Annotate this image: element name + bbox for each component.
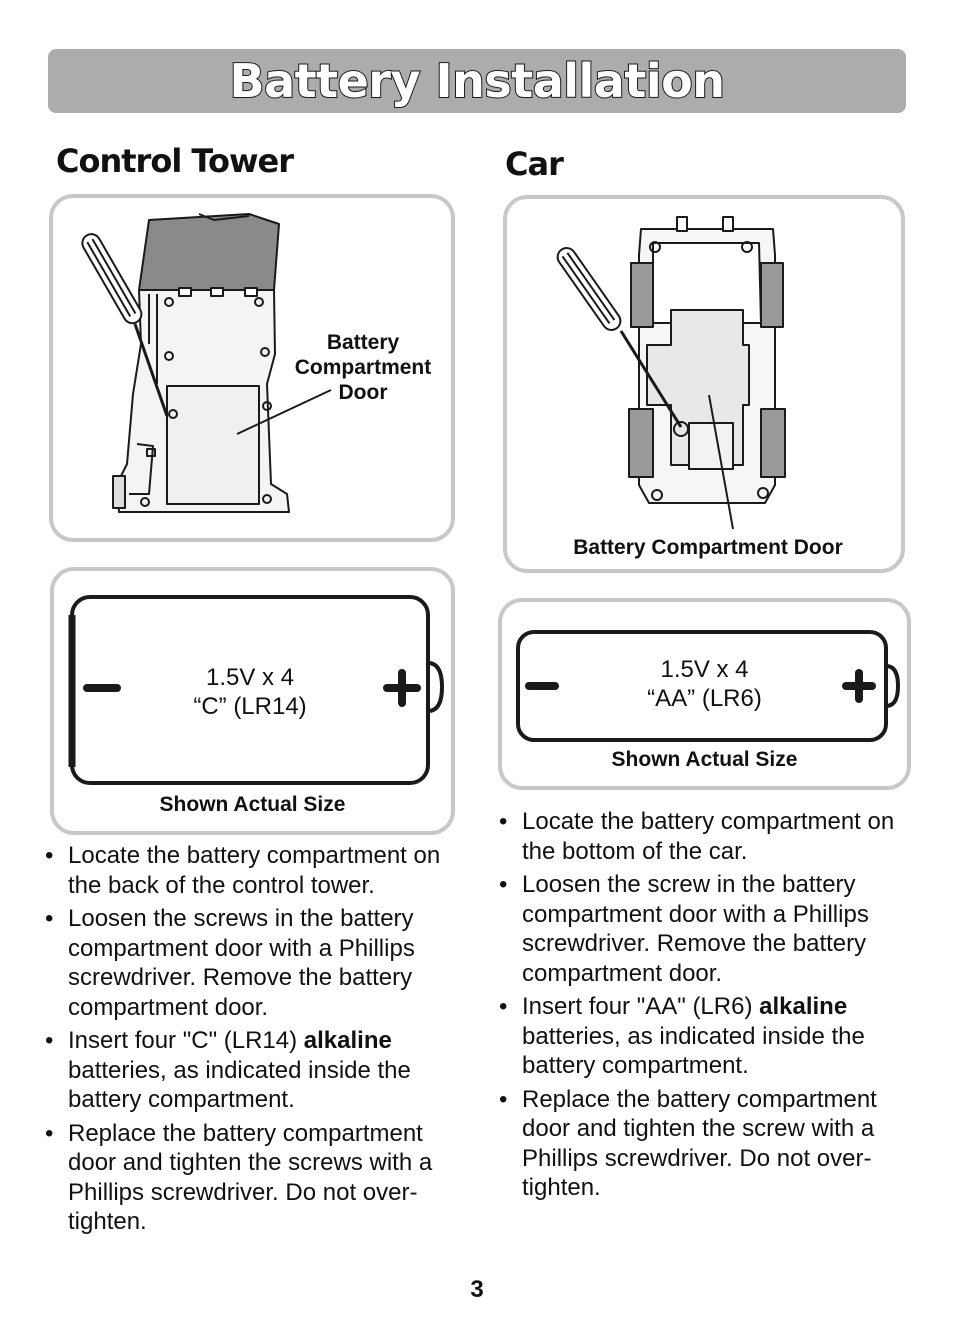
aa-battery-label: 1.5V x 4 “AA” (LR6) bbox=[602, 655, 807, 713]
step-text: batteries, as indicated inside the batte… bbox=[68, 1056, 411, 1114]
aa-actual-size-label: Shown Actual Size bbox=[611, 748, 798, 771]
control-tower-heading: Control Tower bbox=[56, 142, 294, 180]
page-title: Battery Installation bbox=[229, 53, 726, 109]
list-item: Replace the battery compartment door and… bbox=[45, 1119, 465, 1237]
car-callout: Battery Compartment Door bbox=[573, 536, 843, 559]
c-battery-outline bbox=[68, 595, 445, 785]
c-battery-voltage: 1.5V x 4 bbox=[205, 664, 295, 691]
step-bold-text: alkaline bbox=[759, 993, 848, 1020]
list-item: Insert four "AA" (LR6) alkaline batterie… bbox=[499, 992, 919, 1081]
aa-battery-box: 1.5V x 4 “AA” (LR6) Shown Actual Size bbox=[498, 598, 911, 790]
list-item: Insert four "C" (LR14) alkaline batterie… bbox=[45, 1026, 465, 1115]
list-item: Locate the battery compartment on the ba… bbox=[45, 841, 465, 900]
list-item: Loosen the screw in the battery compartm… bbox=[499, 870, 919, 988]
list-item: Loosen the screws in the battery compart… bbox=[45, 904, 465, 1022]
c-actual-size-label: Shown Actual Size bbox=[159, 793, 346, 816]
callout-line-1: Battery bbox=[326, 331, 400, 354]
car-steps: Locate the battery compartment on the bo… bbox=[499, 807, 919, 1207]
control-tower-illustration-box: Battery Compartment Door bbox=[49, 194, 455, 542]
c-battery-label: 1.5V x 4 “C” (LR14) bbox=[154, 663, 346, 721]
aa-battery-outline bbox=[516, 630, 901, 742]
title-banner: Battery Installation bbox=[48, 49, 906, 113]
page-number: 3 bbox=[470, 1276, 484, 1303]
callout-line-3: Door bbox=[338, 381, 388, 404]
car-heading: Car bbox=[505, 145, 564, 183]
control-tower-callout: Battery Compartment Door bbox=[283, 330, 443, 405]
car-illustration bbox=[556, 216, 786, 530]
step-bold-text: alkaline bbox=[303, 1027, 392, 1054]
list-item: Locate the battery compartment on the bo… bbox=[499, 807, 919, 866]
list-item: Replace the battery compartment door and… bbox=[499, 1085, 919, 1203]
control-tower-illustration bbox=[81, 213, 332, 513]
car-illustration-box: Battery Compartment Door bbox=[503, 195, 905, 573]
callout-line-2: Compartment bbox=[294, 356, 432, 379]
c-battery-box: 1.5V x 4 “C” (LR14) Shown Actual Size bbox=[50, 567, 455, 835]
step-text: Insert four "C" (LR14) bbox=[68, 1027, 304, 1054]
aa-battery-voltage: 1.5V x 4 bbox=[660, 656, 749, 683]
step-text: batteries, as indicated inside the batte… bbox=[522, 1022, 865, 1080]
control-tower-steps: Locate the battery compartment on the ba… bbox=[45, 841, 465, 1241]
c-battery-type: “C” (LR14) bbox=[193, 693, 307, 720]
step-text: Insert four "AA" (LR6) bbox=[522, 993, 760, 1020]
aa-battery-type: “AA” (LR6) bbox=[647, 685, 762, 712]
